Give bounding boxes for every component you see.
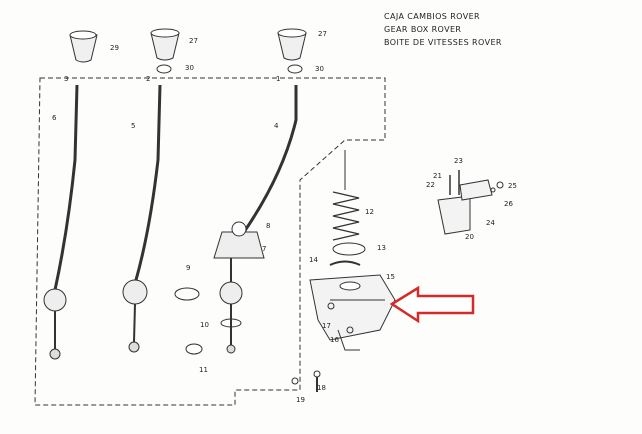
plate-20 (437, 195, 471, 235)
lever-24 (459, 179, 493, 201)
callout-20: 20 (465, 233, 474, 241)
assembly-boundary (34, 77, 386, 406)
callout-13: 13 (377, 244, 386, 252)
callout-22: 22 (426, 181, 435, 189)
callout-30-middle: 30 (185, 64, 194, 72)
nut-19 (291, 377, 299, 385)
callout-8: 8 (266, 222, 270, 230)
callout-24: 24 (486, 219, 495, 227)
lever-5 (134, 84, 162, 281)
callout-9: 9 (186, 264, 190, 272)
callout-5: 5 (131, 122, 135, 130)
clip-14 (329, 260, 361, 266)
callout-27-right: 27 (318, 30, 327, 38)
highlight-arrow (389, 285, 475, 324)
gear-number-2: 2 (146, 75, 150, 83)
title-line-2: GEAR BOX ROVER (384, 25, 462, 34)
callout-25: 25 (508, 182, 517, 190)
callout-6: 6 (52, 114, 57, 122)
callout-23: 23 (454, 157, 463, 165)
gear-number-1: 1 (276, 75, 280, 83)
nut-30-right (287, 64, 303, 74)
bracket-15 (309, 274, 396, 341)
grommet-11 (185, 343, 203, 355)
callout-21: 21 (433, 172, 442, 180)
callout-10: 10 (200, 321, 209, 329)
callout-7: 7 (262, 245, 266, 253)
callout-19: 19 (296, 396, 305, 404)
callout-4: 4 (274, 122, 279, 130)
ring-9 (174, 287, 200, 301)
ring-13 (332, 242, 366, 256)
callout-29: 29 (110, 44, 119, 52)
callout-26: 26 (504, 200, 513, 208)
title-line-1: CAJA CAMBIOS ROVER (384, 12, 481, 21)
lever-6 (53, 84, 79, 291)
callout-17: 17 (322, 322, 331, 330)
callout-16: 16 (330, 336, 339, 344)
callout-30-right: 30 (315, 65, 324, 73)
gear-number-3: 3 (64, 75, 68, 83)
title-line-3: BOITE DE VITESSES ROVER (384, 38, 502, 47)
callout-27-middle: 27 (189, 37, 198, 45)
callout-12: 12 (365, 208, 374, 216)
lever-4 (242, 85, 298, 233)
callout-15: 15 (386, 273, 395, 281)
callout-18: 18 (317, 384, 326, 392)
callout-14: 14 (309, 256, 318, 264)
spring-12 (332, 191, 360, 241)
callout-11: 11 (199, 366, 208, 374)
nut-30-middle (156, 64, 172, 74)
